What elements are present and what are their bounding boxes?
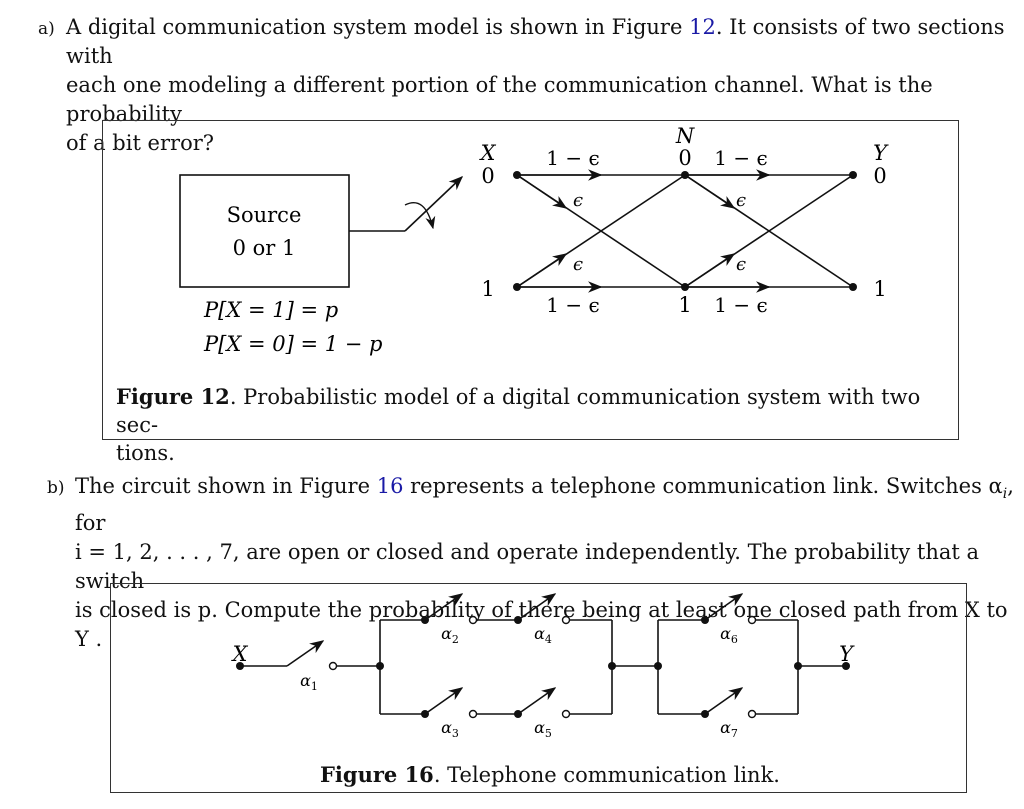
node-y-label: Y: [873, 141, 889, 165]
alpha2-label: α2: [441, 624, 459, 646]
label-eps-1: ϵ: [573, 190, 583, 211]
alpha6-label: α6: [720, 624, 738, 646]
source-label: Source: [227, 203, 302, 227]
part-a-label: a): [38, 19, 55, 39]
part-a-line-2: each one modeling a different portion of…: [66, 73, 933, 126]
figure-16-caption-title: Figure 16: [320, 762, 434, 787]
edge-n0-y1-arrow: [684, 174, 736, 209]
part-b-text-mid: represents a telephone communication lin…: [403, 474, 1003, 498]
part-b-label: b): [47, 478, 65, 498]
y-bit-0: 0: [873, 164, 886, 188]
switch-alpha6: [704, 593, 744, 621]
figure-12-box: [102, 120, 959, 440]
alpha4-label: α4: [534, 624, 552, 646]
figure-16-box: [110, 583, 967, 793]
alpha3-contact: [468, 709, 478, 719]
node-x-label: X: [479, 141, 497, 165]
part-b-line-2: i = 1, 2, . . . , 7, are open or closed …: [75, 540, 980, 594]
alpha-subscript: i: [1002, 486, 1008, 503]
source-values: 0 or 1: [233, 236, 296, 260]
alpha7-label: α7: [720, 718, 738, 740]
n-bit-1: 1: [678, 293, 691, 317]
part-a-text-end: . It consists of two sections with: [66, 15, 1005, 68]
edge-x0-n1-arrow: [516, 174, 568, 209]
switch-alpha3: [424, 687, 464, 715]
n-bit-0: 0: [678, 146, 691, 170]
edge-n1-y0-arrow: [684, 253, 736, 288]
figure-12-caption-title: Figure 12: [116, 384, 230, 409]
alpha5-label: α5: [534, 718, 552, 740]
figure-16-link[interactable]: 16: [376, 474, 404, 498]
switch-alpha5: [517, 687, 557, 715]
y-bit-1: 1: [873, 277, 886, 301]
label-eps-2: ϵ: [573, 254, 583, 275]
prob-x-equals-1: P[X = 1] = p: [203, 298, 338, 322]
label-eps-3: ϵ: [736, 190, 746, 211]
label-1-eps-bot-2: 1 − ϵ: [714, 293, 767, 317]
circuit-y-terminal: [842, 662, 850, 670]
switch-alpha2: [424, 593, 464, 621]
part-a-text: A digital communication system model is …: [66, 15, 690, 39]
part-b-line-1: The circuit shown in Figure 16 represent…: [75, 472, 1015, 538]
label-1-eps-top-2: 1 − ϵ: [714, 146, 767, 170]
node-n-label: N: [675, 124, 695, 148]
switch-alpha4: [517, 593, 557, 621]
switch-alpha1: [286, 640, 325, 667]
circuit-x-label: X: [231, 642, 249, 666]
x-bit-1: 1: [481, 277, 494, 301]
alpha2-contact: [468, 615, 478, 625]
part-b-text: The circuit shown in Figure: [75, 474, 377, 498]
figure-12-caption: Figure 12. Probabilistic model of a digi…: [116, 383, 950, 467]
part-b-text-end: , for: [75, 474, 1014, 536]
switch-alpha7: [704, 687, 744, 715]
alpha7-contact: [747, 709, 757, 719]
channel-switch-arm: [404, 176, 464, 232]
part-a-question: a) A digital communication system model …: [38, 13, 1006, 158]
label-1-eps-bot-1: 1 − ϵ: [546, 293, 599, 317]
part-a-line-1: A digital communication system model is …: [66, 13, 1006, 71]
alpha6-contact: [747, 615, 757, 625]
figure-16-caption-text: . Telephone communication link.: [433, 763, 780, 787]
edge-x1-n0-arrow: [516, 253, 568, 288]
alpha3-label: α3: [441, 718, 459, 740]
x-bit-0: 0: [481, 164, 494, 188]
part-a-line-3: of a bit error?: [66, 131, 215, 155]
label-eps-4: ϵ: [736, 254, 746, 275]
prob-x-equals-0: P[X = 0] = 1 − p: [203, 332, 382, 356]
figure-12-caption-text-2: tions.: [116, 441, 175, 465]
figure-16-caption: Figure 16. Telephone communication link.: [320, 761, 780, 789]
alpha1-label: α1: [300, 671, 318, 693]
circuit-y-label: Y: [839, 642, 855, 666]
figure-12-link[interactable]: 12: [689, 15, 716, 39]
alpha1-contact: [328, 661, 338, 671]
alpha4-contact: [561, 615, 571, 625]
switch-rotation-arrow: [404, 201, 436, 230]
part-b-question: b) The circuit shown in Figure 16 repres…: [47, 472, 1015, 654]
label-1-eps-top-1: 1 − ϵ: [546, 146, 599, 170]
figure-12-caption-text: . Probabilistic model of a digital commu…: [116, 385, 921, 437]
alpha5-contact: [561, 709, 571, 719]
